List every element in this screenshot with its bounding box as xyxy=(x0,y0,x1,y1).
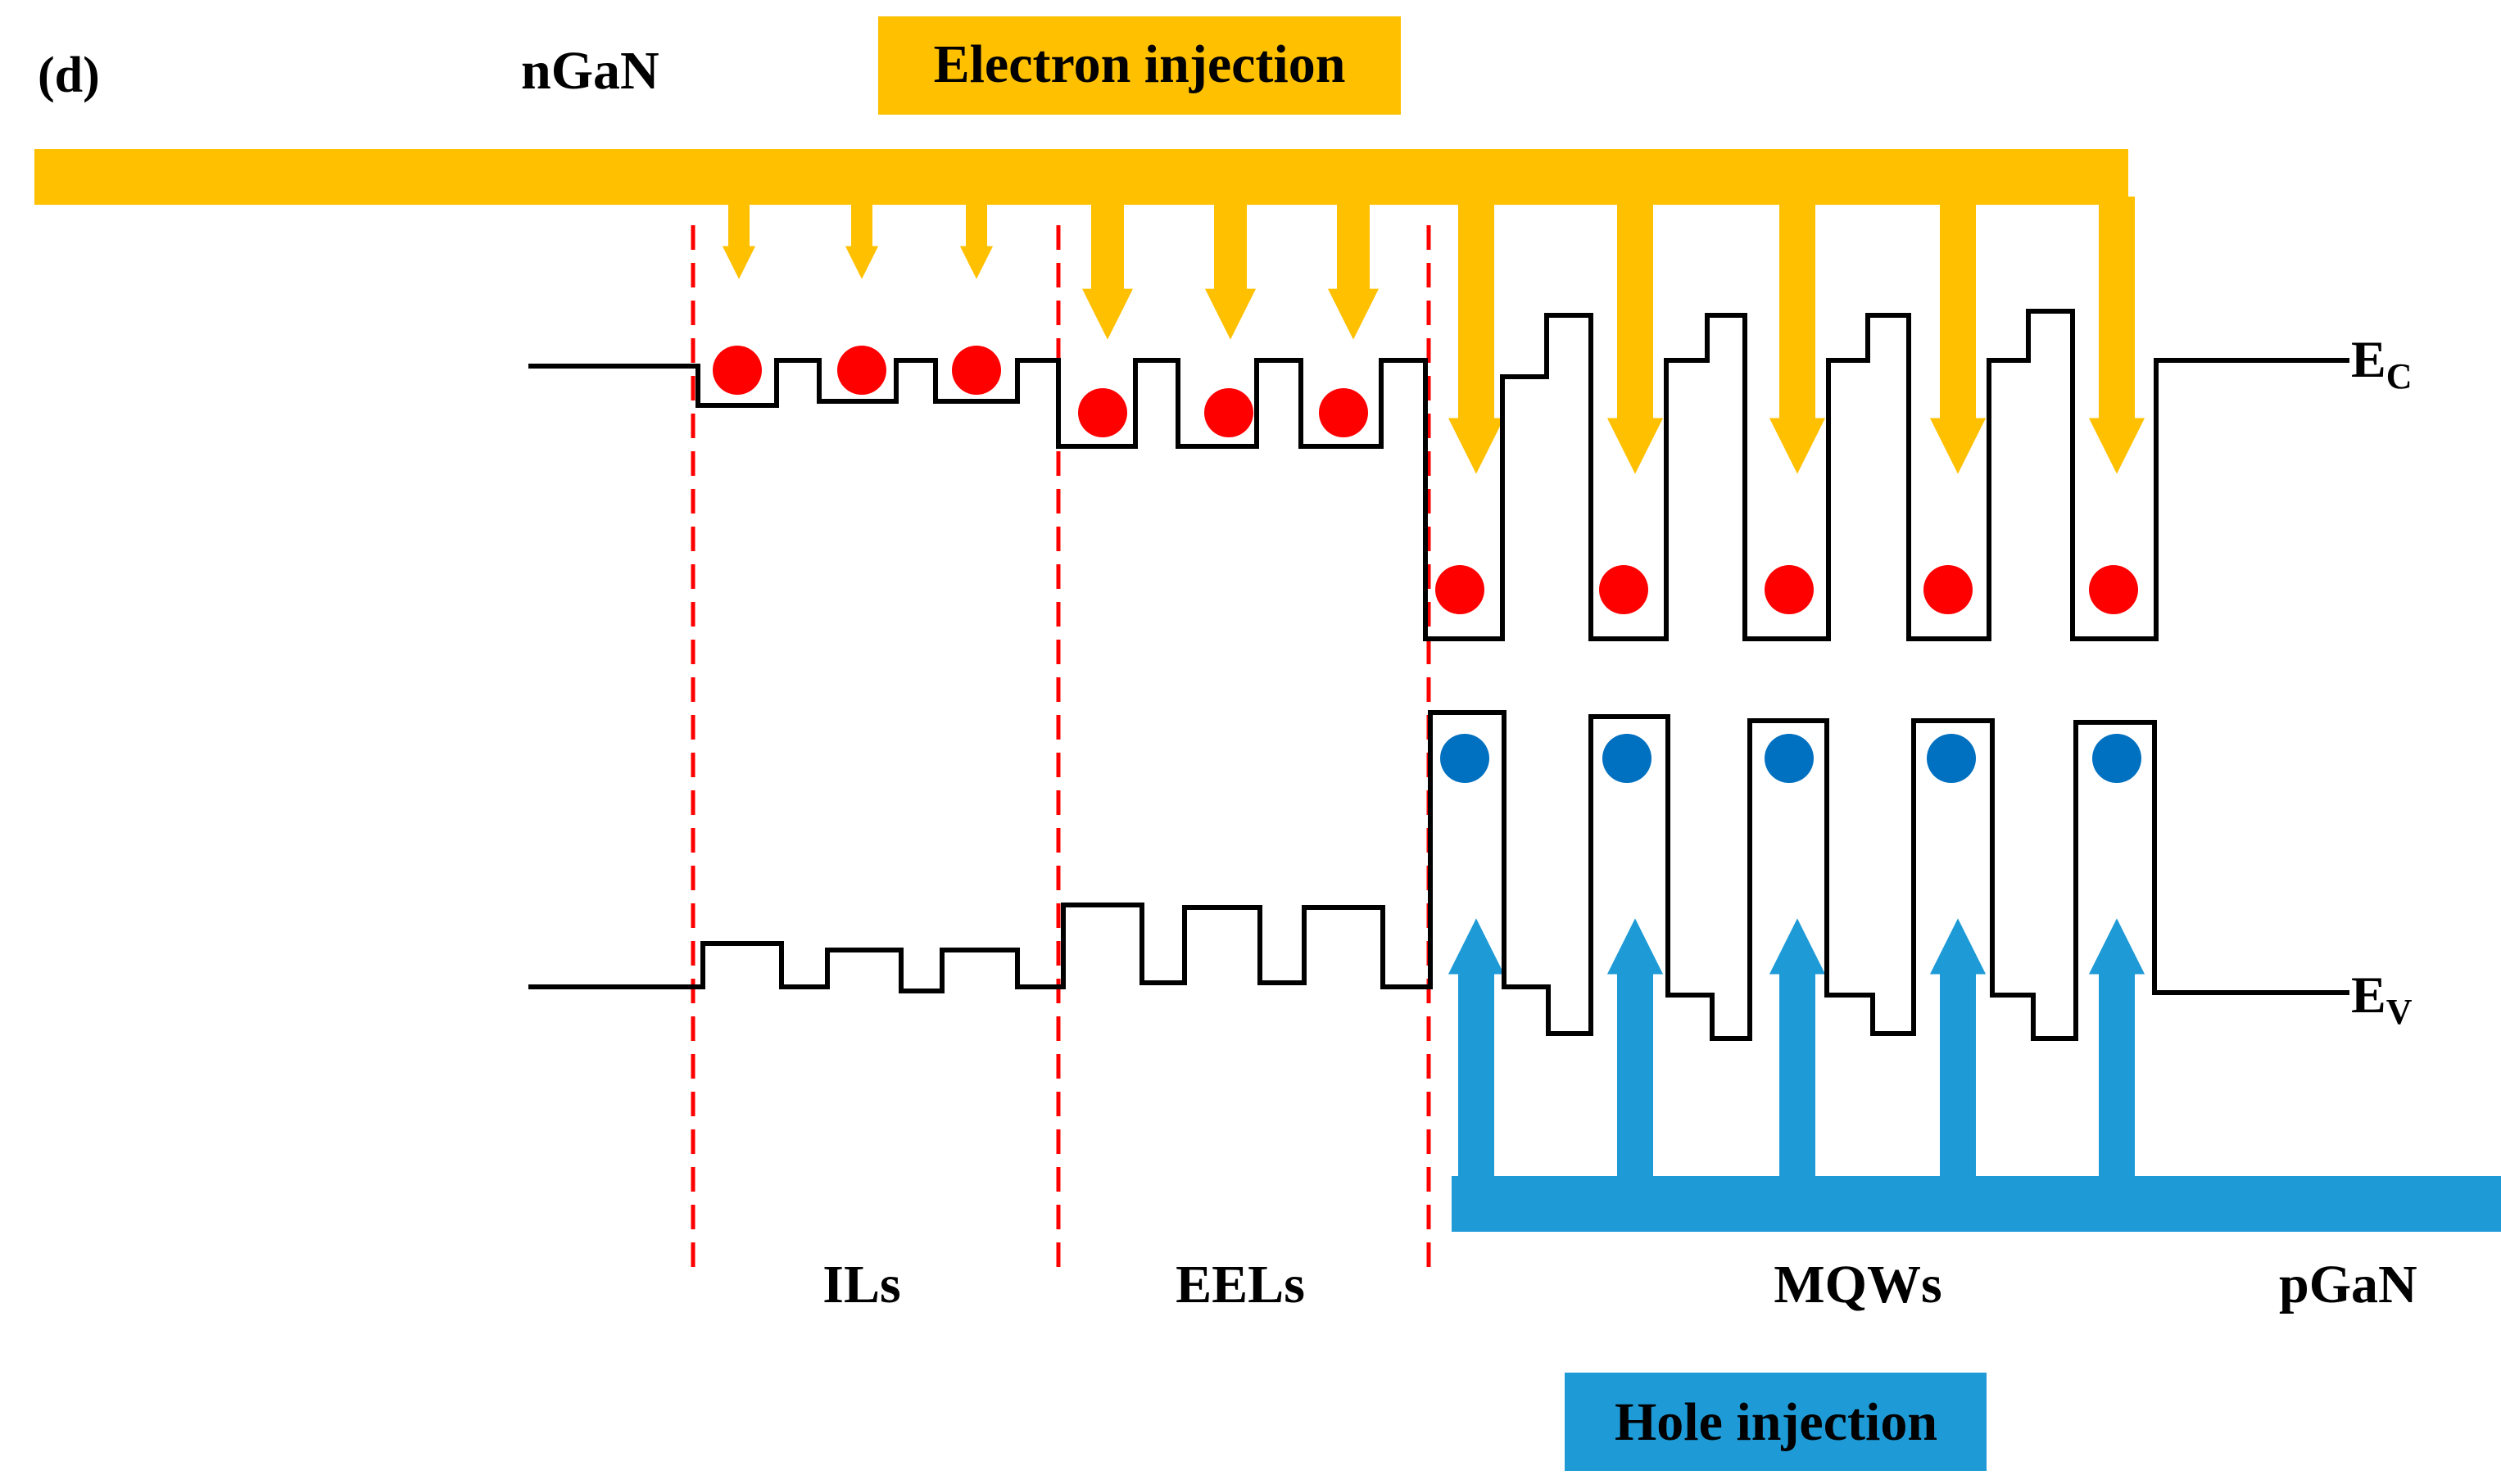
electron-dot xyxy=(713,346,762,395)
hole-injection-flow xyxy=(1448,918,2501,1232)
panel-label: (d) xyxy=(38,48,100,103)
hole-dot xyxy=(1440,734,1489,783)
electron-dot xyxy=(952,346,1001,395)
electron-injection-flow xyxy=(34,149,2145,474)
hole-dot xyxy=(2092,734,2141,783)
electron-injection-bus xyxy=(34,149,2128,205)
electron-dot xyxy=(1599,565,1648,614)
electron-dot xyxy=(2089,565,2138,614)
hole-injection-label: Hole injection xyxy=(1615,1392,1937,1452)
electron-injection-box xyxy=(878,16,1401,115)
ngan-label: nGaN xyxy=(521,41,659,101)
hole-dot xyxy=(1765,734,1814,783)
eels-label: EELs xyxy=(1176,1255,1305,1314)
conduction-band-line xyxy=(528,309,2339,641)
electron-dot xyxy=(1923,565,1973,614)
electron-dot xyxy=(1078,388,1127,437)
ev-label: EV xyxy=(2351,966,2413,1032)
hole-injection-box xyxy=(1565,1373,1987,1471)
mqws-label: MQWs xyxy=(1774,1255,1941,1314)
pgan-label: pGaN xyxy=(2279,1255,2417,1314)
electron-dot xyxy=(1435,565,1484,614)
valence-band-line xyxy=(528,710,2339,1041)
electron-dot xyxy=(1204,388,1253,437)
electrons xyxy=(713,346,2138,614)
ec-label: EC xyxy=(2351,330,2412,396)
electron-injection-label: Electron injection xyxy=(934,34,1346,94)
electron-dot xyxy=(837,346,886,395)
electron-dot xyxy=(1765,565,1814,614)
ils-label: ILs xyxy=(822,1255,900,1314)
holes xyxy=(1440,734,2141,783)
electron-dot xyxy=(1319,388,1368,437)
hole-injection-bus xyxy=(1452,1176,2501,1232)
hole-dot xyxy=(1927,734,1976,783)
hole-dot xyxy=(1602,734,1651,783)
